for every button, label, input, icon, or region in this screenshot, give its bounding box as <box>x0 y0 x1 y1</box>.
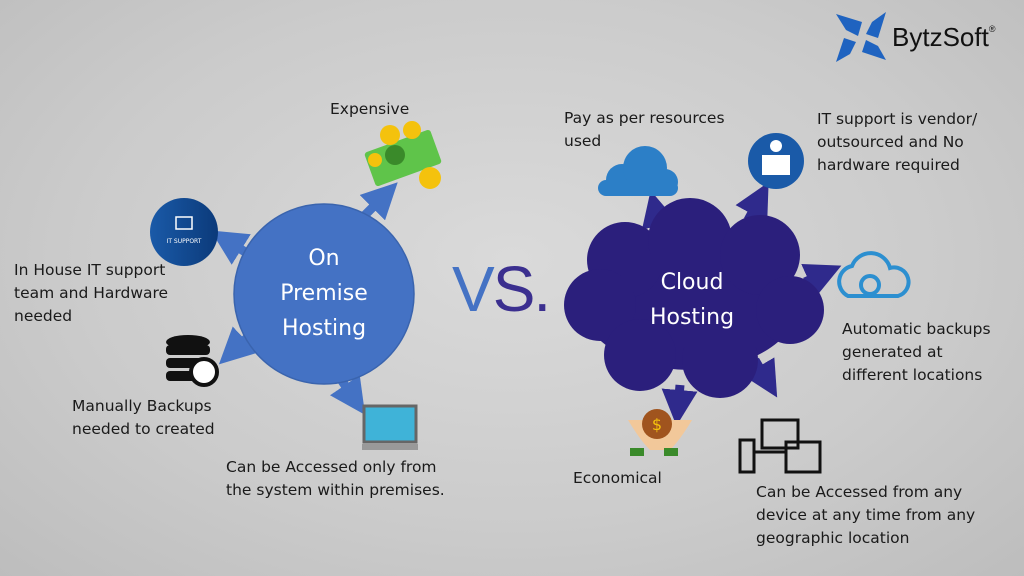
it-support-icon-label: IT SUPPORT <box>166 238 202 245</box>
cloud-access-label: Can be Accessed from any device at any t… <box>756 483 976 547</box>
brand-name: BytzSoft® <box>892 22 995 53</box>
money-icon <box>364 121 442 189</box>
bytzsoft-logo-icon <box>836 12 886 62</box>
support-agent-icon <box>748 133 804 189</box>
auto-backups-label: Automatic backups generated at different… <box>842 320 991 384</box>
money-bag-icon: $ <box>628 409 692 456</box>
economical-label: Economical <box>573 469 662 487</box>
pay-per-use-label: Pay as per resources used <box>564 109 725 150</box>
manual-backups-label: Manually Backups needed to created <box>72 397 215 438</box>
in-house-it-label: In House IT support team and Hardware ne… <box>14 261 169 325</box>
cloud-title: Cloud Hosting <box>649 270 735 330</box>
vs-label: VS. <box>452 252 551 326</box>
database-backup-icon <box>166 335 219 387</box>
brand-text: BytzSoft <box>892 22 989 52</box>
expensive-label: Expensive <box>330 100 410 118</box>
cloud-shape <box>564 198 824 398</box>
vs-v: V <box>452 253 495 325</box>
it-support-icon <box>150 198 218 266</box>
monitor-icon <box>362 404 418 450</box>
premise-access-label: Can be Accessed only from the system wit… <box>226 458 445 499</box>
cloud-sync-icon <box>837 251 911 298</box>
registered-mark: ® <box>988 24 996 34</box>
on-premise-circle <box>233 203 415 385</box>
vendor-it-label: IT support is vendor/ outsourced and No … <box>817 110 978 174</box>
cloud-gauge-icon <box>598 146 678 196</box>
devices-icon <box>738 418 822 474</box>
svg-text:$: $ <box>652 415 662 434</box>
vs-s: S. <box>492 253 551 325</box>
on-premise-title: On Premise Hosting <box>280 246 368 341</box>
